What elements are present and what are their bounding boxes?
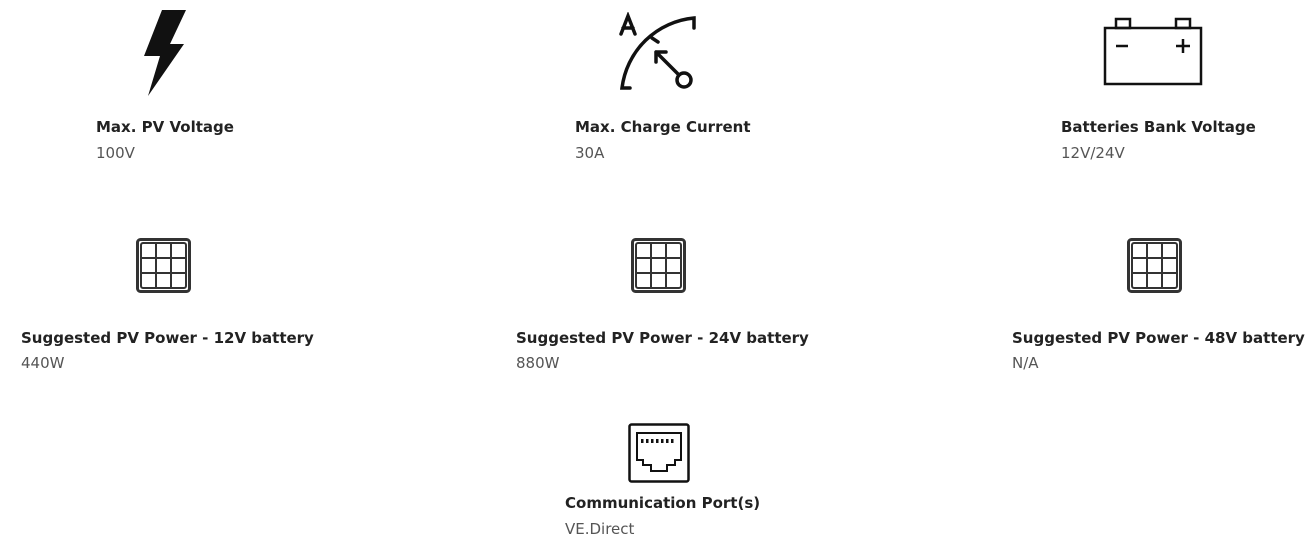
spec-label-pv-power-12v: Suggested PV Power - 12V battery (21, 329, 314, 347)
spec-value-max-pv-voltage: 100V (96, 144, 135, 162)
ethernet-port-icon (628, 423, 690, 483)
spec-label-max-pv-voltage: Max. PV Voltage (96, 118, 234, 136)
solar-panel-icon (136, 238, 191, 293)
ammeter-gauge-icon (619, 12, 696, 90)
spec-label-communication-ports: Communication Port(s) (565, 494, 761, 512)
spec-value-batteries-bank-voltage: 12V/24V (1061, 144, 1125, 162)
spec-value-communication-ports: VE.Direct (565, 520, 635, 538)
solar-panel-icon (1127, 238, 1182, 293)
spec-label-pv-power-24v: Suggested PV Power - 24V battery (516, 329, 809, 347)
solar-panel-icon (631, 238, 686, 293)
battery-icon (1103, 17, 1203, 86)
spec-label-pv-power-48v: Suggested PV Power - 48V battery (1012, 329, 1305, 347)
spec-label-batteries-bank-voltage: Batteries Bank Voltage (1061, 118, 1256, 136)
lightning-bolt-icon (144, 10, 186, 96)
spec-value-pv-power-24v: 880W (516, 354, 560, 372)
spec-value-max-charge-current: 30A (575, 144, 605, 162)
spec-value-pv-power-48v: N/A (1012, 354, 1039, 372)
spec-label-max-charge-current: Max. Charge Current (575, 118, 751, 136)
spec-value-pv-power-12v: 440W (21, 354, 65, 372)
